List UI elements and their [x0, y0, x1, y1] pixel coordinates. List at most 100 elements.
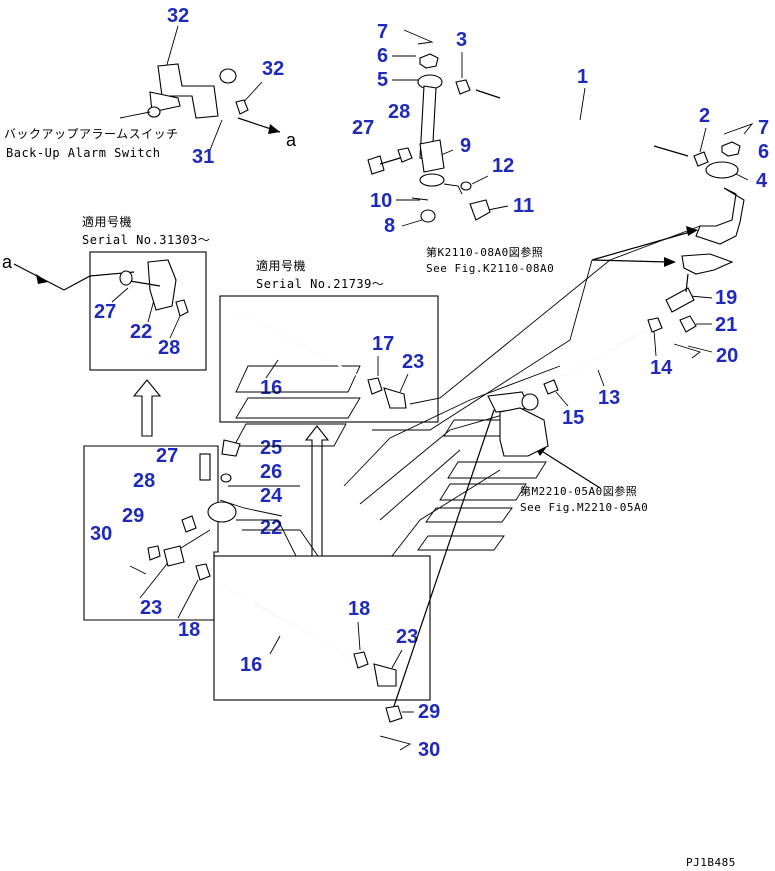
floor-plates — [233, 365, 547, 551]
plate-3 — [233, 423, 347, 447]
callout-23-box2: 23 — [402, 351, 424, 373]
callout-17: 17 — [372, 333, 394, 355]
callout-18-box4: 18 — [348, 598, 370, 620]
backup-alarm-switch — [119, 63, 249, 119]
callout-29-bottom: 29 — [418, 701, 440, 723]
callout-22-box1: 22 — [130, 321, 152, 343]
callout-15: 15 — [562, 407, 584, 429]
rod-end-23-box4 — [373, 663, 397, 687]
bushing-8 — [420, 209, 436, 223]
callout-26: 26 — [260, 461, 282, 483]
bolt-11 — [469, 199, 491, 221]
bolt-27-top-head — [367, 155, 385, 175]
nut-15 — [543, 379, 559, 395]
text-labels: バックアップアラームスイッチ Back-Up Alarm Switch 適用号機… — [2, 127, 736, 869]
rod-end-23-box3 — [163, 545, 185, 567]
nut-14 — [647, 317, 663, 333]
callout-1: 1 — [577, 66, 588, 88]
nut-28-box3 — [181, 515, 197, 533]
lever-22-box3 — [207, 501, 237, 523]
callout-25: 25 — [260, 437, 282, 459]
up-arrow-left — [132, 379, 162, 437]
nut-18-box3 — [195, 563, 211, 581]
serial-label-1-en: Serial No.31303～ — [82, 233, 210, 247]
plate-6 — [439, 483, 527, 501]
up-arrow-center — [304, 425, 330, 557]
nut-29-box3 — [147, 545, 161, 561]
callout-numbers: 32 32 31 7 6 3 5 1 2 7 6 4 27 28 9 12 10… — [90, 5, 769, 761]
callout-32-right: 32 — [262, 58, 284, 80]
callout-11: 11 — [513, 195, 534, 217]
callout-30-box3: 30 — [90, 523, 112, 545]
bolt-27-box3 — [199, 453, 211, 481]
frames — [83, 251, 439, 701]
callout-27-top: 27 — [352, 117, 374, 139]
joint-4 — [705, 161, 739, 179]
bolt-25 — [221, 439, 241, 457]
serial-label-1-jp: 適用号機 — [82, 214, 132, 229]
plate-8 — [417, 535, 505, 551]
callout-3: 3 — [456, 29, 467, 51]
washer-12 — [460, 181, 472, 191]
nut-6-top — [419, 53, 439, 69]
callout-30-bottom: 30 — [418, 739, 440, 761]
callout-20: 20 — [716, 345, 738, 367]
drawing-code: PJ1B485 — [686, 856, 736, 869]
pin-20 — [673, 343, 701, 359]
rod-end-link-2 — [681, 253, 734, 275]
plate-1 — [235, 365, 361, 393]
callout-28-top: 28 — [388, 101, 410, 123]
callout-23-box3: 23 — [140, 597, 162, 619]
nut-6-right — [721, 141, 741, 157]
frame-serial-31303 — [89, 251, 207, 371]
pin-30-box3 — [129, 565, 147, 575]
nut-29-bottom — [385, 705, 403, 723]
serial-label-2-jp: 適用号機 — [256, 258, 306, 273]
serial-label-2-en: Serial No.21739～ — [256, 277, 384, 291]
plate-7 — [425, 507, 513, 523]
callout-10: 10 — [370, 190, 392, 212]
ref-letter-a-upper: a — [286, 130, 297, 150]
callout-13: 13 — [598, 387, 620, 409]
callout-28-box1: 28 — [158, 337, 180, 359]
callout-21: 21 — [715, 314, 737, 336]
rod-1 — [471, 86, 689, 157]
callout-23-box4: 23 — [396, 626, 418, 648]
parts — [119, 29, 754, 751]
frame-serial-21739 — [219, 295, 439, 423]
pin-10 — [411, 197, 429, 201]
pin-7-right — [723, 123, 754, 135]
rod-end-link — [695, 187, 745, 245]
pin-30-bottom — [379, 735, 412, 751]
nut-21 — [679, 315, 697, 333]
callout-6-right: 6 — [758, 141, 769, 163]
fig-ref-m-en: See Fig.M2210-05A0 — [520, 501, 648, 514]
lever-bracket — [499, 407, 549, 457]
ref-letter-a-left: a — [2, 252, 13, 272]
frame-lever-assembly — [83, 445, 219, 621]
fig-ref-k-jp: 第K2110-08A0図参照 — [426, 245, 543, 259]
plate-5 — [447, 461, 547, 479]
callout-7-top: 7 — [377, 21, 388, 43]
callout-16-box2: 16 — [260, 377, 282, 399]
leader-lines — [13, 25, 749, 713]
backup-alarm-label-jp: バックアップアラームスイッチ — [4, 127, 179, 141]
backup-alarm-label-en: Back-Up Alarm Switch — [6, 146, 161, 160]
callout-14: 14 — [650, 357, 673, 379]
rod-end-23-box2 — [383, 387, 407, 409]
nut-3 — [455, 79, 471, 95]
callout-28-box3: 28 — [133, 470, 155, 492]
washer-26 — [220, 473, 232, 483]
callout-27-box1: 27 — [94, 301, 116, 323]
nut-17 — [367, 377, 383, 395]
nut-2 — [693, 151, 709, 167]
callout-9: 9 — [460, 135, 471, 157]
lever-22-box1 — [147, 259, 177, 311]
callout-22-box3: 22 — [260, 517, 282, 539]
rod-end-19 — [665, 287, 695, 313]
nut-18-box4 — [353, 651, 369, 669]
callout-4: 4 — [756, 170, 768, 192]
fig-ref-k-en: See Fig.K2110-08A0 — [426, 262, 554, 275]
plate-2 — [235, 397, 361, 419]
